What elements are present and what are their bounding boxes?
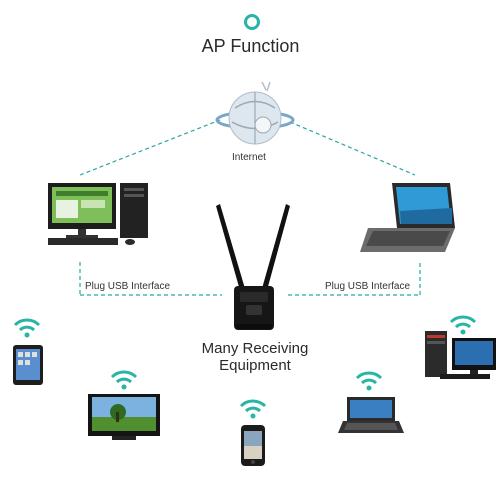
connection-lines [79,119,421,296]
page-title: AP Function [201,36,300,56]
wifi-icon [355,371,383,391]
wifi-icon [449,315,477,335]
desktop-workstation-icon [425,331,496,379]
header-ring-icon [244,14,260,30]
wifi-icon [239,399,267,419]
television-icon [88,394,160,440]
line-internet-desktop [79,119,221,176]
laptop-icon [360,183,455,252]
internet-label: Internet [232,152,266,163]
wifi-icon [110,370,138,390]
desktop-computer-icon [48,183,148,245]
line-internet-laptop [289,121,416,176]
tablet-icon [13,345,43,385]
usb-adapter-icon [216,204,290,330]
center-label: Many Receiving Equipment [170,340,340,374]
center-label-line1: Many Receiving [201,340,309,357]
internet-globe-icon [215,81,295,145]
smartphone-icon [241,425,265,466]
center-label-line2: Equipment [219,357,291,374]
small-laptop-icon [338,397,404,433]
wifi-icon [13,318,41,338]
right-link-label: Plug USB Interface [325,281,411,292]
left-link-label: Plug USB Interface [85,281,171,292]
